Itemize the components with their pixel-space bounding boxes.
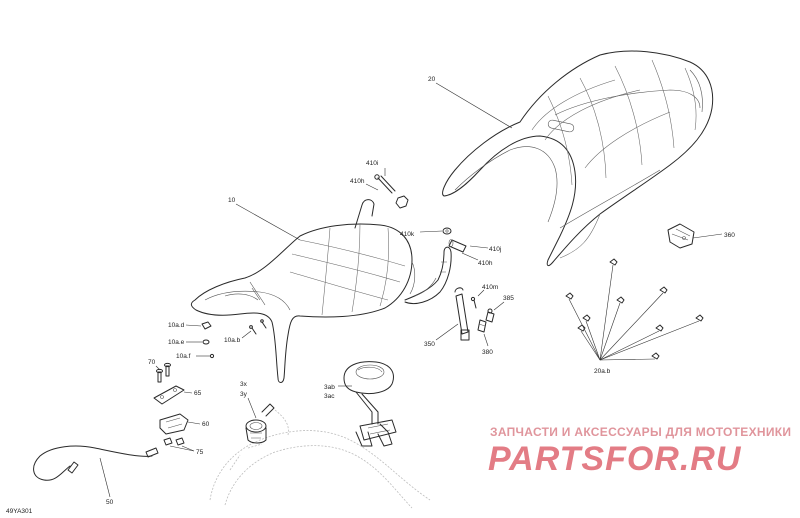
clip-set-20ab[interactable] xyxy=(565,258,704,360)
callout-410j: 410j xyxy=(469,245,501,253)
clip-10a-f[interactable] xyxy=(209,353,215,359)
callout-10ad: 10a.d xyxy=(168,322,202,329)
svg-text:380: 380 xyxy=(482,349,493,356)
svg-text:410k: 410k xyxy=(400,231,415,238)
callout-20: 20 xyxy=(428,76,513,129)
grommet-380[interactable] xyxy=(477,319,487,333)
svg-text:3ac: 3ac xyxy=(324,393,335,400)
fastener-385[interactable] xyxy=(485,308,495,323)
callout-10: 10 xyxy=(228,197,301,241)
latch-60[interactable] xyxy=(159,413,189,435)
svg-text:410h: 410h xyxy=(478,260,493,267)
screw-410m[interactable] xyxy=(470,296,477,309)
callout-3ab-3ac: 3ab 3ac xyxy=(324,384,352,400)
svg-text:3ab: 3ab xyxy=(324,384,335,391)
callout-410k: 410k xyxy=(400,230,443,238)
lock-cylinder-3x-3y[interactable] xyxy=(245,403,275,444)
callout-410i: 410i xyxy=(366,160,386,176)
svg-text:20a.b: 20a.b xyxy=(594,368,611,375)
callout-70: 70 xyxy=(148,359,161,371)
svg-text:10a.b: 10a.b xyxy=(224,337,241,344)
clips-75[interactable] xyxy=(163,437,185,446)
callout-10ae: 10a.e xyxy=(168,339,202,346)
svg-text:70: 70 xyxy=(148,359,156,366)
part-10a-d[interactable] xyxy=(201,321,212,330)
callout-380: 380 xyxy=(482,333,493,356)
nut-410[interactable] xyxy=(395,195,409,209)
watermark-brand: PARTSFOR.RU xyxy=(488,440,742,478)
lock-assembly-3ab-3ac[interactable] xyxy=(343,361,397,447)
svg-text:350: 350 xyxy=(424,341,435,348)
watermark: ЗАПЧАСТИ И АКСЕССУАРЫ ДЛЯ МОТОТЕХНИКИ PA… xyxy=(488,425,791,478)
callout-410h-right: 410h xyxy=(461,252,493,267)
callout-410m: 410m xyxy=(477,284,498,297)
callout-10ab: 10a.b xyxy=(224,330,252,344)
callout-410h-top: 410h xyxy=(350,178,379,191)
callout-350: 350 xyxy=(424,323,459,348)
callout-65: 65 xyxy=(183,390,202,397)
svg-text:65: 65 xyxy=(194,390,202,397)
spacer-410j[interactable] xyxy=(448,239,467,253)
callout-10af: 10a.f xyxy=(176,353,210,360)
release-cable-50[interactable] xyxy=(33,445,159,481)
callout-385: 385 xyxy=(493,295,514,311)
drawing-code: 49YA301 xyxy=(6,508,33,515)
svg-text:10a.e: 10a.e xyxy=(168,339,185,346)
callout-3x-3y: 3x 3y xyxy=(240,381,257,419)
callout-60: 60 xyxy=(187,421,210,428)
svg-text:50: 50 xyxy=(106,499,114,506)
svg-text:360: 360 xyxy=(724,232,735,239)
svg-text:3x: 3x xyxy=(240,381,248,388)
plate-65[interactable] xyxy=(153,385,185,405)
washer-10a-e[interactable] xyxy=(202,339,210,345)
watermark-tagline: ЗАПЧАСТИ И АКСЕССУАРЫ ДЛЯ МОТОТЕХНИКИ xyxy=(490,425,791,439)
washer-410k[interactable] xyxy=(442,227,452,235)
bolt-410i[interactable] xyxy=(374,174,396,194)
callout-50: 50 xyxy=(99,457,114,506)
callout-75: 75 xyxy=(169,445,204,456)
driver-seat[interactable] xyxy=(190,199,452,383)
svg-text:3y: 3y xyxy=(240,391,248,398)
svg-text:410i: 410i xyxy=(366,160,378,167)
svg-text:10: 10 xyxy=(228,197,236,204)
svg-text:410m: 410m xyxy=(482,284,498,291)
callout-360: 360 xyxy=(692,232,735,239)
svg-text:60: 60 xyxy=(202,421,210,428)
svg-text:10a.f: 10a.f xyxy=(176,353,191,360)
svg-text:410h: 410h xyxy=(350,178,365,185)
svg-text:385: 385 xyxy=(503,295,514,302)
svg-text:10a.d: 10a.d xyxy=(168,322,185,329)
passenger-seat[interactable] xyxy=(442,50,714,267)
small-screw-near-seat[interactable] xyxy=(260,319,267,329)
svg-text:75: 75 xyxy=(196,449,204,456)
bracket-360[interactable] xyxy=(667,223,695,249)
screw-10a-b[interactable] xyxy=(249,325,257,335)
bolts-70[interactable] xyxy=(156,362,171,383)
svg-text:20: 20 xyxy=(428,76,436,83)
latch-rod-350[interactable] xyxy=(454,287,470,341)
callout-20ab: 20a.b xyxy=(568,264,700,375)
svg-text:410j: 410j xyxy=(489,246,501,253)
ghost-cable-routing xyxy=(209,409,431,509)
